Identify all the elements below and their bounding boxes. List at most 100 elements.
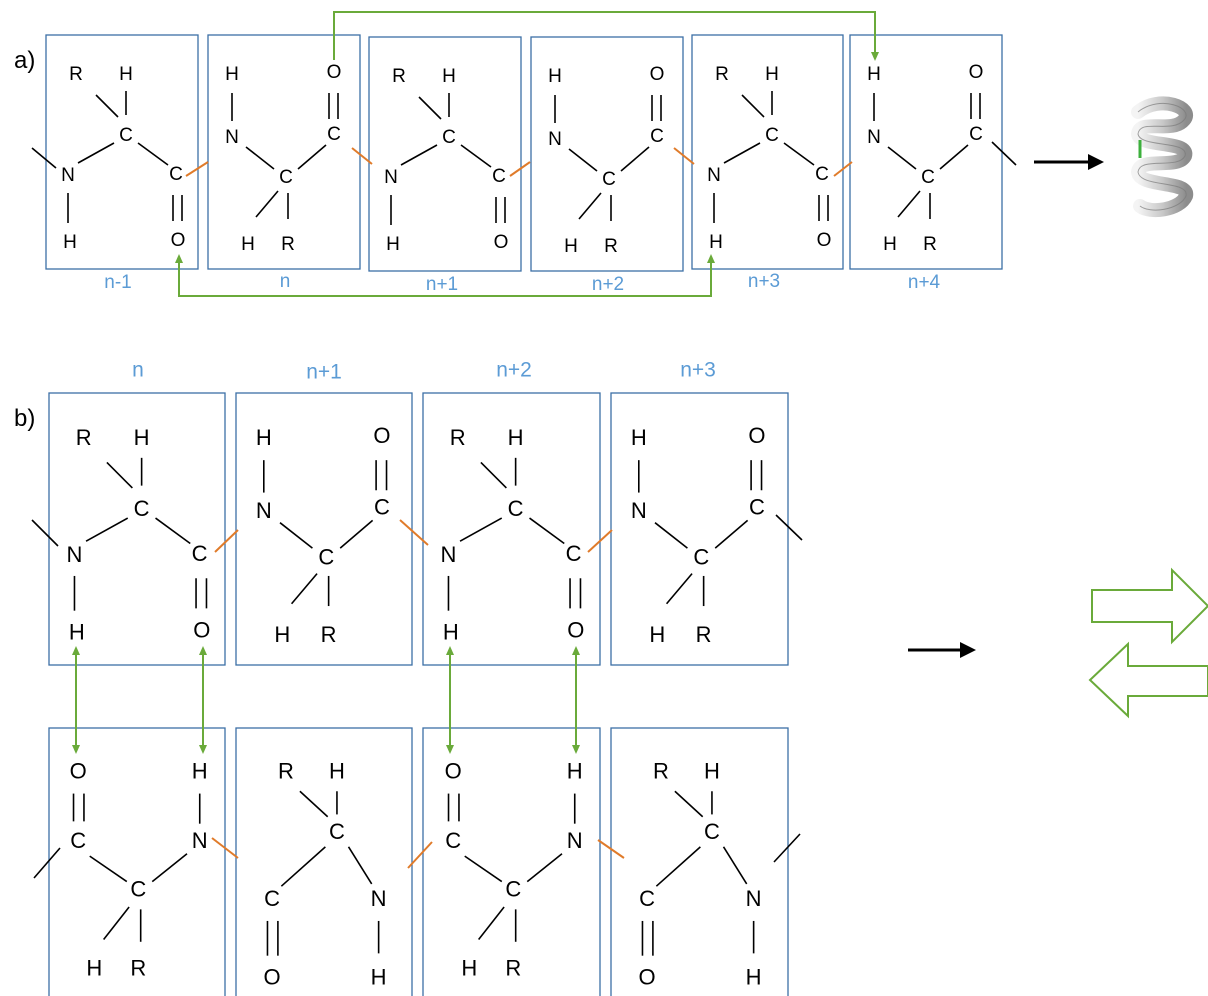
atom-c: C [327,124,341,145]
peptide-bond [509,161,531,177]
peptide-bond [673,147,695,165]
atom-r: R [69,64,83,85]
atom-c: C [318,544,334,569]
atom-c: C [130,877,146,902]
peptide-bond [833,161,853,177]
atom-h: H [134,425,150,450]
covalent-bond [655,846,701,887]
covalent-bond [95,94,119,118]
residue-box [48,392,226,666]
hydrogen-bond-top [333,11,879,61]
covalent-bond [460,144,492,168]
covalent-bond [459,517,503,542]
atom-h: H [443,620,459,645]
residue-label: n [132,359,144,382]
panel-a-label: a) [14,47,35,74]
atom-c: C [650,126,664,147]
atom-c: C [374,495,390,520]
atom-n: N [746,886,762,911]
atom-r: R [281,234,295,255]
peptide-bond [185,161,209,177]
atom-h: H [508,425,524,450]
atom-o: O [567,617,584,642]
residue-box [610,392,789,666]
atom-n: N [192,828,208,853]
atom-c: C [492,166,506,187]
covalent-bond [89,855,128,883]
atom-c: C [329,819,345,844]
atom-r: R [392,66,406,87]
atom-c: C [445,828,461,853]
covalent-bond [568,148,598,172]
atom-n: N [256,498,272,523]
covalent-bond [347,846,373,885]
atom-h: H [883,234,897,255]
residue-label: n+2 [592,274,624,295]
atom-h: H [709,232,723,253]
residue-box [45,34,199,270]
residue-box [207,34,361,270]
atom-h: H [631,425,647,450]
atom-o: O [639,965,656,990]
covalent-bond [85,517,129,542]
atom-n: N [384,167,398,188]
covalent-bond [897,190,921,218]
atom-n: N [67,542,83,567]
covalent-bond [741,94,765,118]
atom-h: H [371,965,387,990]
covalent-bond [620,146,650,172]
atom-o: O [748,423,765,448]
covalent-bond [33,847,61,879]
atom-h: H [746,965,762,990]
atom-o: O [327,62,342,83]
residue-box [422,727,601,996]
covalent-bond [245,146,275,170]
peptide-bond [407,841,433,869]
atom-n: N [61,165,75,186]
covalent-bond [280,846,326,887]
covalent-bond [151,853,188,883]
atom-c: C [969,124,983,145]
atom-c: C [602,169,616,190]
residue-label: n+1 [426,274,458,295]
residue-label: n+4 [908,272,941,293]
atom-h: H [69,620,85,645]
atom-n: N [707,165,721,186]
covalent-bond [103,906,130,940]
atom-h: H [386,234,400,255]
atom-c: C [815,164,829,185]
beta-strand-right-icon [1091,567,1208,645]
covalent-bond [526,853,563,883]
covalent-bond [887,146,917,170]
residue-label: n+1 [306,361,342,384]
beta-sheet-arrows-icon [1088,567,1208,719]
covalent-bond [478,906,505,940]
covalent-bond [991,141,1017,166]
covalent-bond [674,790,704,818]
residue-label: n+3 [680,359,716,382]
covalent-bond [529,517,565,545]
covalent-bond [714,519,749,549]
covalent-bond [783,142,815,166]
atom-c: C [134,496,150,521]
atom-c: C [169,164,183,185]
atom-r: R [76,425,92,450]
atom-o: O [817,230,832,251]
covalent-bond [665,573,693,605]
atom-h: H [867,64,881,85]
covalent-bond [31,519,59,547]
atom-h: H [567,759,583,784]
atom-r: R [505,955,521,980]
residue-box [368,36,522,272]
alpha-helix-icon [1130,96,1193,218]
atom-h: H [256,425,272,450]
atom-n: N [567,828,583,853]
atom-c: C [508,496,524,521]
covalent-bond [77,142,115,164]
covalent-bond [400,144,438,166]
atom-h: H [649,622,665,647]
atom-r: R [450,425,466,450]
atom-r: R [653,759,669,784]
atom-n: N [441,542,457,567]
